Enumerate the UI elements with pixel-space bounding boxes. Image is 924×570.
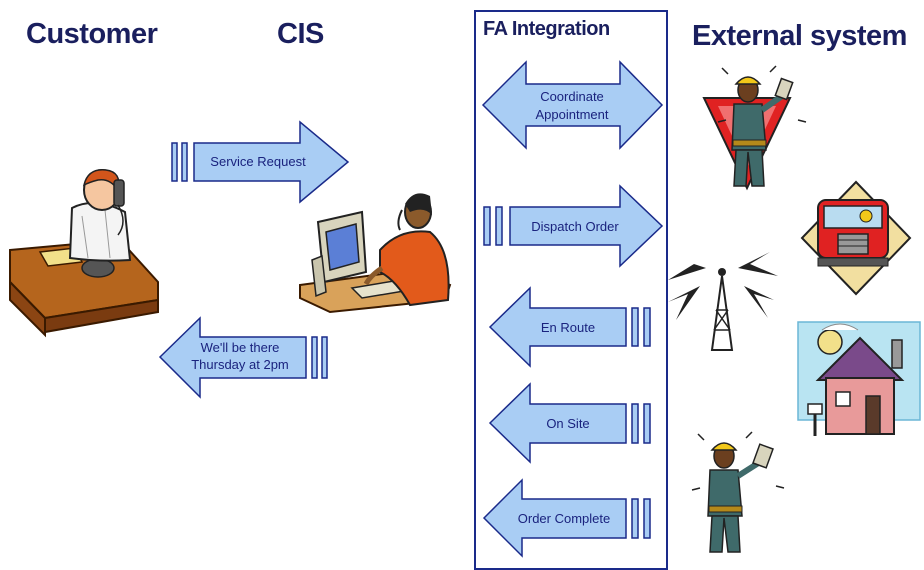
coordinate-label-2: Appointment (536, 107, 609, 122)
radio-tower-icon (668, 252, 778, 351)
en-route-arrow: En Route (488, 286, 651, 368)
coordinate-appointment-arrow: Coordinate Appointment (481, 60, 664, 150)
customer-on-phone-icon (9, 169, 159, 338)
on-site-arrow: On Site (488, 382, 651, 464)
dispatch-order-arrow: Dispatch Order (483, 184, 664, 268)
on-site-label: On Site (546, 416, 589, 431)
order-complete-label: Order Complete (518, 511, 610, 526)
well-be-there-arrow: We'll be there Thursday at 2pm (158, 316, 328, 399)
cis-header: CIS (277, 18, 324, 50)
external-system-header: External system (692, 20, 907, 52)
fa-integration-header: FA Integration (483, 18, 610, 40)
cis-agent-at-computer-icon (299, 193, 452, 314)
house-icon (797, 321, 921, 436)
service-request-arrow: Service Request (171, 120, 350, 204)
customer-header: Customer (26, 18, 158, 50)
well-be-there-label-2: Thursday at 2pm (191, 357, 289, 372)
dispatch-order-label: Dispatch Order (531, 219, 619, 234)
coordinate-label-1: Coordinate (540, 89, 604, 104)
order-complete-arrow: Order Complete (482, 478, 651, 558)
field-technician-icon (691, 431, 785, 553)
well-be-there-label-1: We'll be there (201, 340, 280, 355)
service-request-label: Service Request (210, 154, 306, 169)
service-truck-icon (800, 180, 912, 296)
en-route-label: En Route (541, 320, 595, 335)
field-technician-warning-sign-icon (702, 65, 807, 191)
